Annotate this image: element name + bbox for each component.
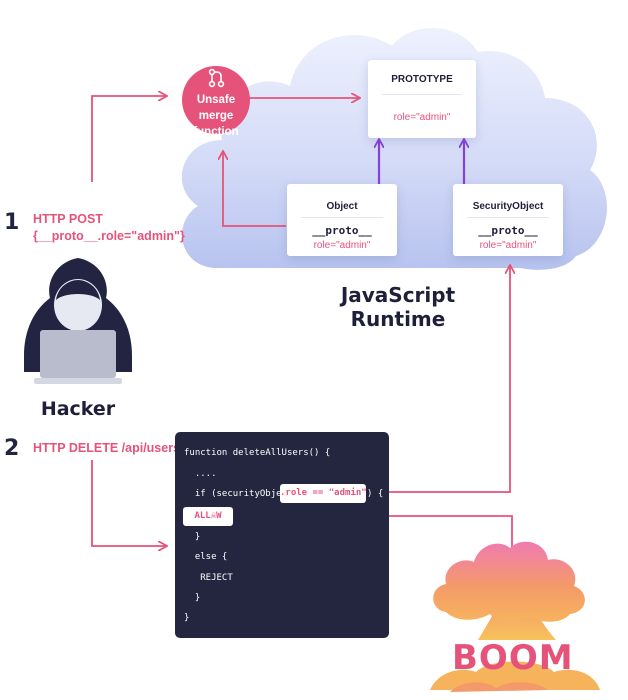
prototype-box: PROTOTYPE role="admin": [368, 60, 476, 138]
object-box: Object __proto__ role="admin": [287, 184, 397, 256]
merge-label-line1: Unsafe merge: [196, 94, 236, 122]
delete-request: HTTP DELETE /api/users: [33, 441, 181, 455]
merge-label-line2: function: [193, 126, 239, 138]
laptop-base: [34, 378, 122, 384]
explosion-graphic: [430, 541, 600, 692]
merge-function-label: Unsafe merge function: [180, 92, 252, 140]
code-line-8: }: [184, 613, 190, 623]
security-object-box: SecurityObject __proto__ role="admin": [453, 184, 563, 256]
security-object-role: role="admin": [479, 240, 537, 251]
code-line-2: ....: [184, 469, 217, 479]
runtime-label-line1: JavaScript: [340, 283, 456, 307]
object-divider: [301, 217, 383, 218]
condition-to-security-arrow: [380, 266, 510, 493]
runtime-label: JavaScript Runtime: [318, 283, 478, 331]
security-object-proto: __proto__: [478, 224, 538, 237]
hacker-figure: [24, 258, 132, 384]
prototype-role: role="admin": [393, 112, 451, 123]
prototype-title: PROTOTYPE: [391, 74, 453, 85]
laptop-screen: [40, 330, 116, 378]
code-panel: function deleteAllUsers() { .... if (sec…: [175, 432, 389, 638]
code-line-3: if (securityObject: [184, 489, 293, 499]
git-merge-icon: [208, 68, 225, 88]
connector-arrows: [91, 96, 512, 566]
object-role: role="admin": [313, 240, 371, 251]
step-number-1: 1: [4, 210, 20, 235]
delete-arrow: [91, 460, 166, 546]
code-line-3-end: ) {: [367, 489, 384, 499]
boom-label: BOOM: [452, 638, 574, 678]
allow-highlight: ALL☠W: [183, 507, 233, 526]
object-proto: __proto__: [312, 224, 372, 237]
security-object-divider: [467, 217, 549, 218]
object-title: Object: [326, 201, 358, 212]
code-line-5: else {: [184, 552, 228, 562]
post-arrow: [91, 96, 166, 182]
merge-function-circle: [182, 66, 250, 134]
post-request: HTTP POST {__proto__.role="admin"}: [33, 211, 185, 245]
object-to-merge-arrow: [223, 152, 286, 227]
runtime-label-line2: Runtime: [350, 307, 446, 331]
code-line-6: REJECT: [184, 573, 233, 583]
post-request-payload: {__proto__.role="admin"}: [33, 229, 185, 243]
code-line-1: function deleteAllUsers() {: [184, 448, 331, 458]
step-number-2: 2: [4, 436, 20, 461]
code-line-7: }: [184, 593, 201, 603]
security-object-title: SecurityObject: [472, 201, 544, 212]
code-line-4: }: [184, 532, 201, 542]
post-request-method: HTTP POST: [33, 212, 103, 226]
condition-highlight: .role == "admin": [280, 484, 367, 503]
prototype-divider: [382, 94, 462, 95]
hacker-label: Hacker: [40, 398, 116, 420]
